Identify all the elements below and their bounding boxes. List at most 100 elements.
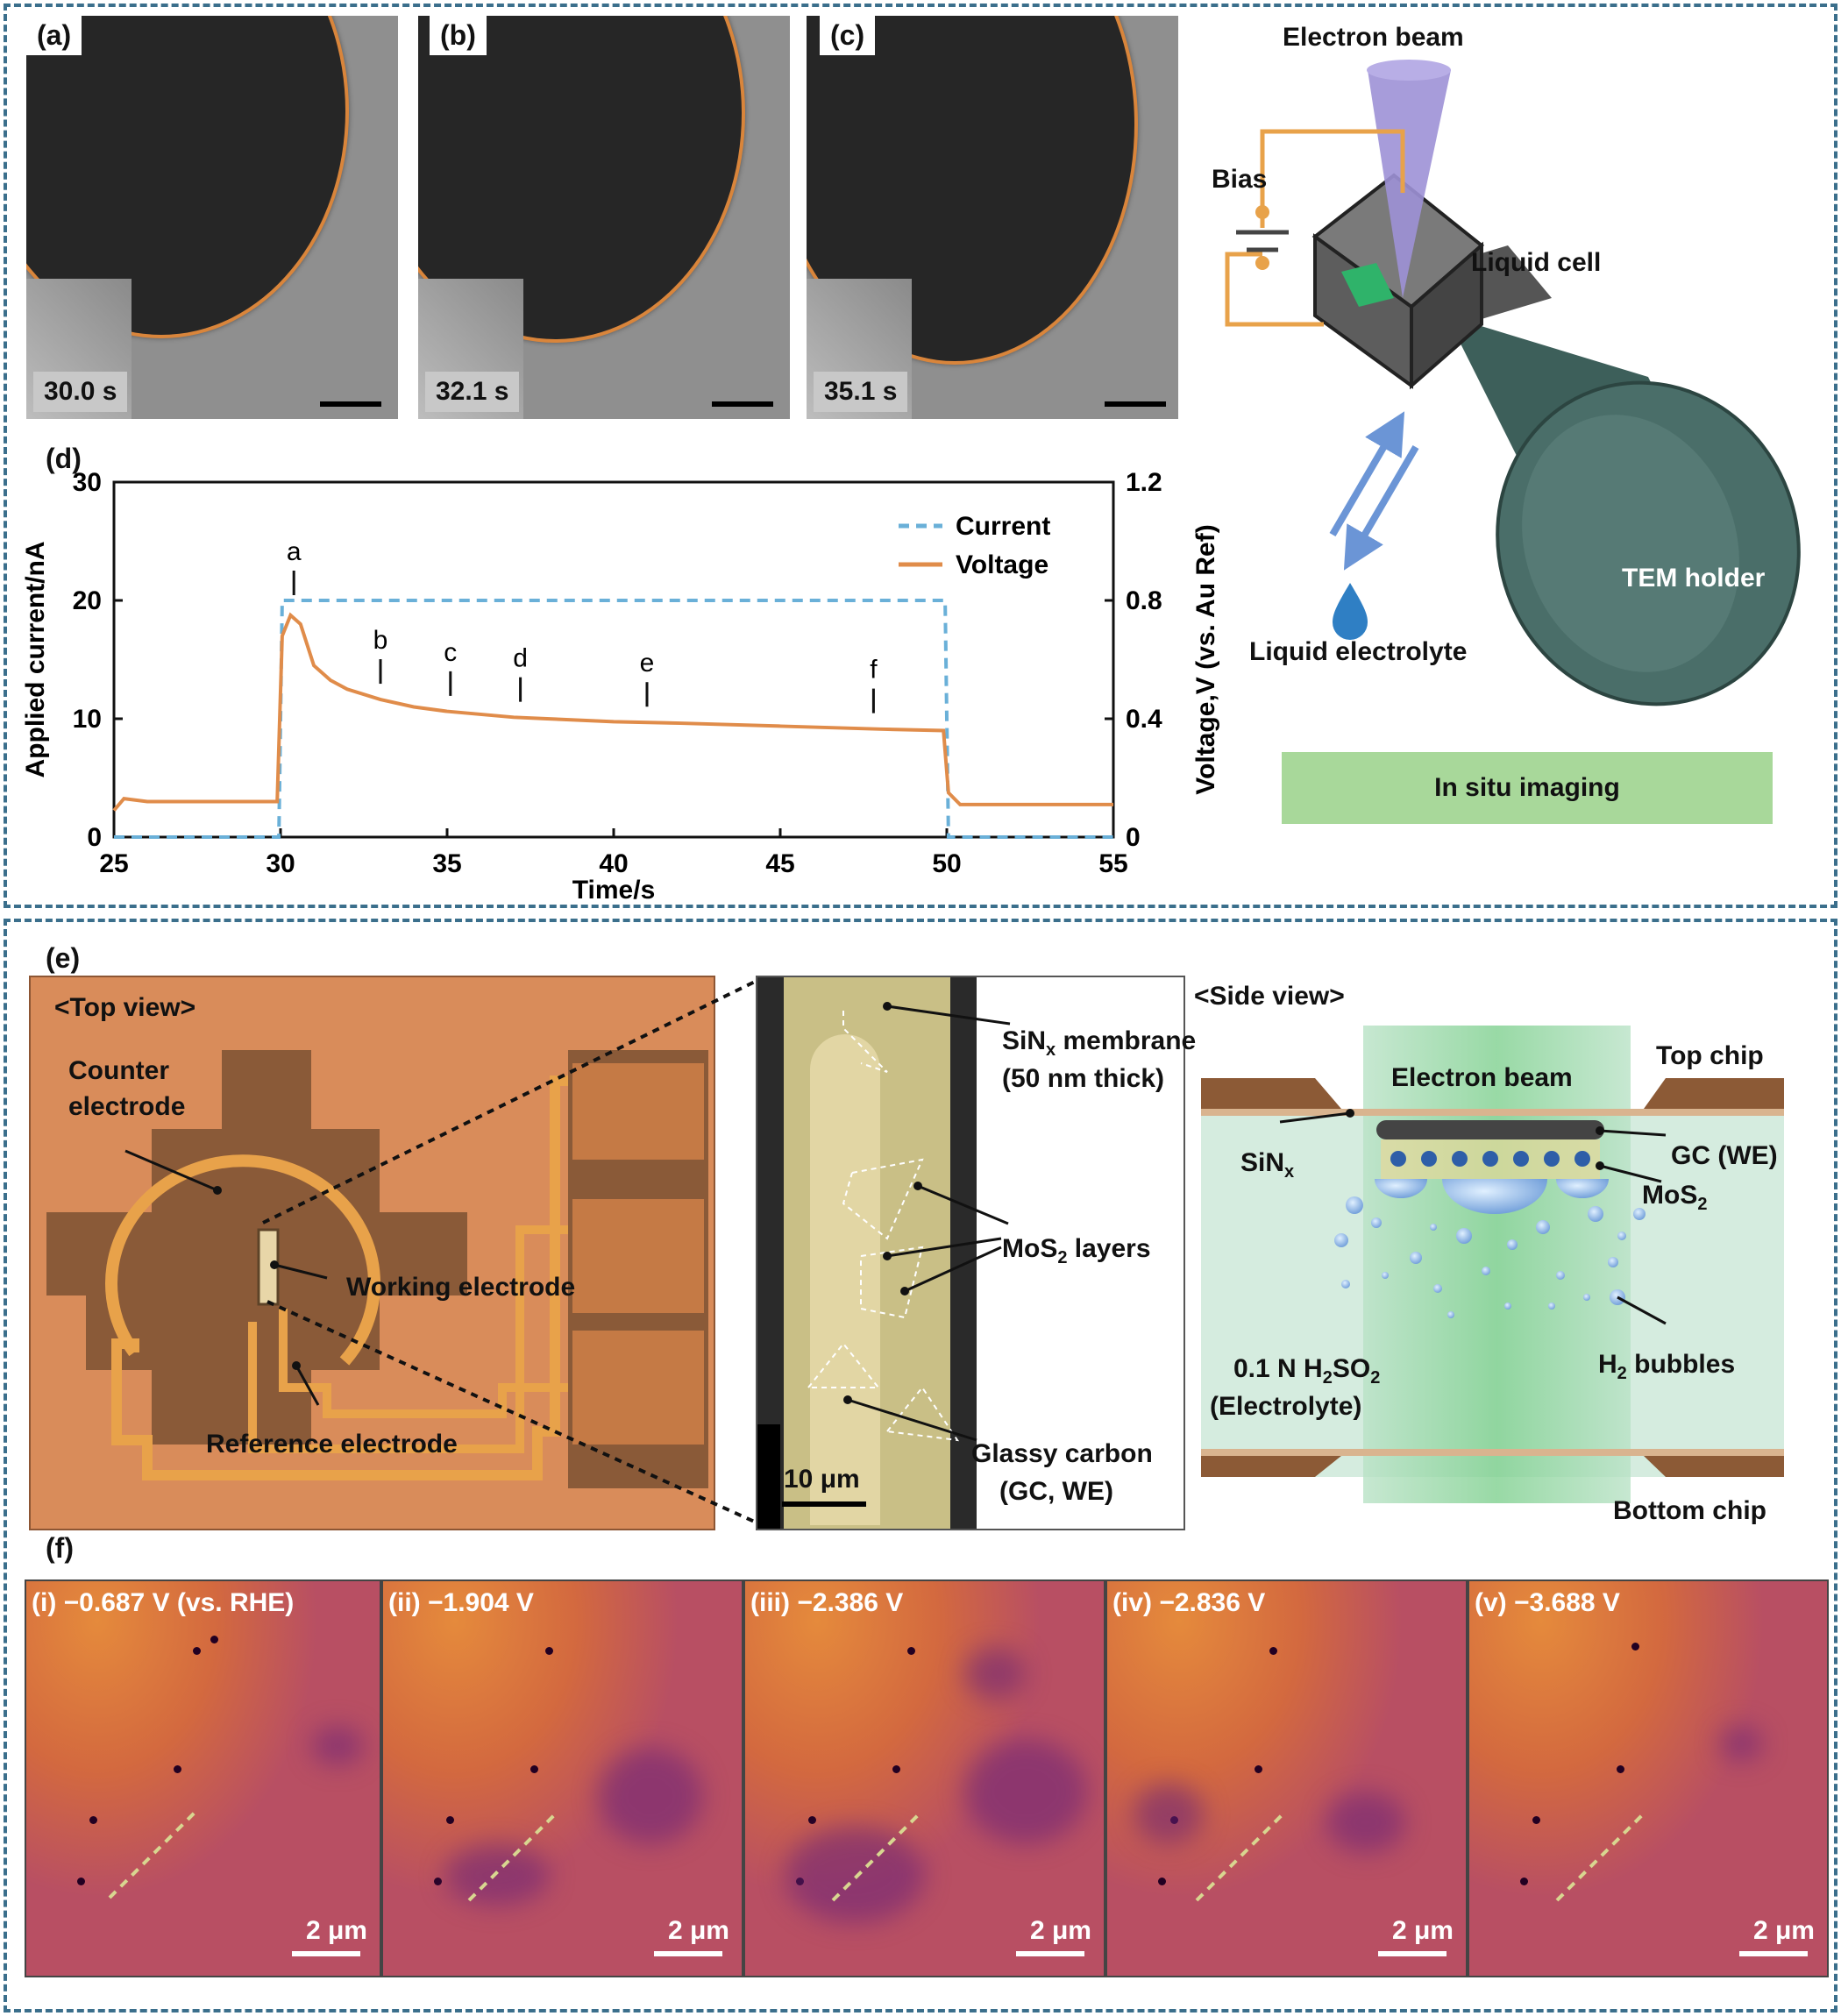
counter-electrode-label-1: Counter — [68, 1056, 169, 1085]
in-situ-imaging-label: In situ imaging — [1434, 773, 1620, 802]
setup-schematic — [1225, 60, 1801, 706]
sinx-membrane-top — [1201, 1109, 1784, 1116]
electron-beam-top — [1367, 60, 1451, 81]
panel-label-d: (d) — [46, 443, 82, 474]
f-scale-bar — [292, 1951, 360, 1956]
contact-pad-2 — [572, 1199, 704, 1313]
electron-beam-column — [1363, 1026, 1631, 1503]
liquid-cell-label: Liquid cell — [1471, 248, 1602, 277]
gc-electrode — [1376, 1120, 1604, 1139]
tem-holder-label: TEM holder — [1622, 564, 1766, 593]
contact-pad-1 — [572, 1063, 704, 1160]
zoom-leaders — [807, 1002, 1011, 1442]
timestamp: 35.1 s — [814, 372, 908, 412]
annotation-label: f — [870, 656, 878, 685]
f-frame-iii: (iii) −2.386 V 2 μm — [743, 1579, 1105, 1977]
tem-frame-a: 30.0 s — [26, 16, 398, 419]
side-mos2-label: MoS2 — [1642, 1181, 1708, 1214]
leader-dot — [292, 1361, 301, 1370]
scale-bar — [320, 401, 381, 407]
scale-bar — [1105, 401, 1166, 407]
h2-bubbles-label: H2 bubbles — [1598, 1350, 1736, 1383]
gc-we-label: GC (WE) — [1671, 1141, 1778, 1170]
panel-label-b: (b) — [430, 16, 487, 55]
annotation-label: b — [373, 626, 388, 655]
side-electron-beam-label: Electron beam — [1391, 1063, 1573, 1092]
holder-end-inner — [1522, 415, 1739, 672]
f-frame-iv: (iv) −2.836 V 2 μm — [1105, 1579, 1468, 1977]
electron-beam-label: Electron beam — [1283, 23, 1464, 52]
glassy-carbon-we-label: (GC, WE) — [999, 1477, 1113, 1506]
trace — [279, 1309, 568, 1418]
annotation-label: d — [513, 644, 528, 673]
glassy-carbon-strip — [810, 1034, 880, 1525]
f-scale-label: 2 μm — [305, 1916, 367, 1945]
panel-label-c: (c) — [820, 16, 876, 55]
f-caption: (ii) −1.904 V — [388, 1588, 534, 1617]
x-tick-label: 55 — [1098, 849, 1127, 878]
flow-arrow-down — [1343, 444, 1419, 571]
mos2-lattice — [1381, 1139, 1600, 1179]
droplet-icon — [1333, 583, 1368, 640]
f-frame-ii: (ii) −1.904 V 2 μm — [381, 1579, 743, 1977]
liquid-electrolyte-label: Liquid electrolyte — [1249, 637, 1468, 666]
y-tick-label: 20 — [73, 586, 102, 615]
f-caption: (iv) −2.836 V — [1112, 1588, 1266, 1617]
bottom-chip-left — [1201, 1456, 1341, 1477]
annotation-label: c — [444, 638, 457, 667]
y-tick-label: 10 — [73, 705, 102, 734]
timestamp: 32.1 s — [425, 372, 520, 412]
counter-electrode — [105, 1154, 380, 1366]
bubble-large — [1442, 1179, 1547, 1214]
trace — [248, 1225, 568, 1453]
bias-node — [1255, 256, 1269, 270]
working-electrode-label: Working electrode — [346, 1273, 576, 1302]
leader-line — [124, 1149, 218, 1192]
sinx-membrane-label: SiNx membrane — [1002, 1026, 1197, 1060]
top-chip-left — [1201, 1078, 1341, 1109]
scale-bar-block — [757, 1424, 780, 1529]
trace — [111, 1075, 568, 1480]
y2-tick-label: 1.2 — [1126, 468, 1162, 497]
y-axis-label: Applied current/nA — [21, 541, 50, 777]
electrolyte-label-2: (Electrolyte) — [1210, 1392, 1362, 1421]
leader-line — [295, 1365, 320, 1406]
annotation-label: e — [640, 649, 655, 678]
f-scale-label: 2 μm — [1029, 1916, 1091, 1945]
f-scale-label: 2 μm — [667, 1916, 729, 1945]
x-tick-label: 50 — [932, 849, 961, 878]
scale-bar — [782, 1501, 866, 1507]
top-panel-frame — [4, 4, 1837, 908]
f-caption: (v) −3.688 V — [1475, 1588, 1620, 1617]
tem-frame-b: 32.1 s — [418, 16, 790, 419]
in-situ-imaging-box: In situ imaging — [1282, 752, 1773, 824]
bubble-right — [1556, 1179, 1609, 1198]
zoom-scale-label: 10 μm — [784, 1465, 860, 1494]
panel-label-e: (e) — [46, 942, 81, 974]
reference-electrode-label: Reference electrode — [206, 1430, 458, 1459]
bottom-chip-label: Bottom chip — [1613, 1496, 1766, 1525]
f-caption: (i) −0.687 V (vs. RHE) — [32, 1588, 295, 1617]
side-sinx-label: SiNx — [1240, 1148, 1295, 1182]
electrolyte-label: 0.1 N H2SO2 — [1233, 1354, 1381, 1388]
x-tick-label: 40 — [599, 849, 628, 878]
contact-pad-3 — [572, 1331, 704, 1445]
f-scale-bar — [1378, 1951, 1446, 1956]
y2-tick-label: 0.4 — [1126, 705, 1162, 734]
tem-frame-c: 35.1 s — [807, 16, 1178, 419]
top-chip-label: Top chip — [1656, 1041, 1764, 1070]
top-view-title: <Top view> — [54, 993, 196, 1022]
bias-wire-2 — [1225, 252, 1324, 327]
f-scale-bar — [1016, 1951, 1084, 1956]
legend-current-label: Current — [956, 512, 1050, 541]
bubble-left — [1375, 1179, 1427, 1198]
annotation-label: a — [287, 537, 302, 566]
bias-wire — [1260, 129, 1405, 228]
y2-axis-label: Voltage,V (vs. Au Ref) — [1191, 524, 1220, 794]
f-frame-i: (i) −0.687 V (vs. RHE) 2 μm — [25, 1579, 381, 1977]
side-view-schematic — [1201, 1026, 1784, 1503]
y2-tick-label: 0.8 — [1126, 586, 1162, 615]
